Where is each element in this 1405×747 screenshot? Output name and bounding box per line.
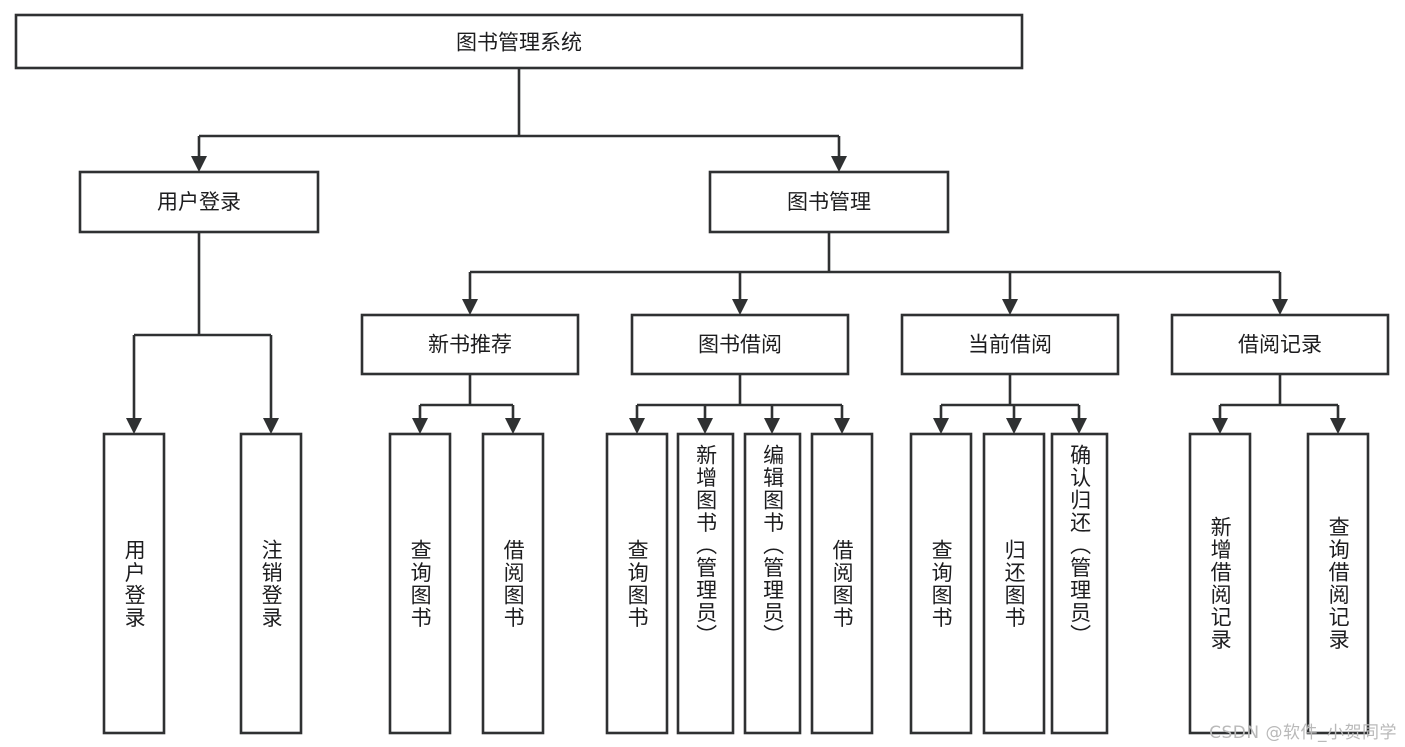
node-leaf-add-book-admin[interactable] [676,432,735,735]
connector-user-login-to-leaves [126,232,279,434]
arrow-head-leaf-add-book-admin [697,418,713,434]
arrow-head-leaf-query-book-3 [933,418,949,434]
node-new-book-recommend[interactable]: 新书推荐 [360,313,580,376]
node-leaf-borrow-book-2[interactable] [810,432,874,735]
arrow-head-leaf-query-book-1 [412,418,428,434]
node-leaf-borrow-book-1[interactable] [481,432,545,735]
csdn-watermark: CSDN @软件_小贺同学 [1209,723,1397,743]
connector-book-manage-to-level3 [462,232,1288,315]
node-current-borrow-label: 当前借阅 [968,333,1052,357]
arrow-head-leaf-query-borrow-record [1330,418,1346,434]
arrow-head-book-manage [831,156,847,172]
arrow-head-leaf-query-book-2 [629,418,645,434]
node-borrow-record[interactable]: 借阅记录 [1170,313,1390,376]
node-book-manage-label: 图书管理 [787,190,871,214]
arrow-head-new-book-recommend [462,299,478,315]
node-leaf-query-borrow-record[interactable] [1306,432,1370,735]
node-book-manage[interactable]: 图书管理 [708,170,950,234]
node-new-book-recommend-label: 新书推荐 [428,333,512,357]
arrow-head-current-borrow [1002,299,1018,315]
connector-book-borrow-to-leaves [629,374,850,434]
arrow-head-leaf-user-logout [263,418,279,434]
node-current-borrow[interactable]: 当前借阅 [900,313,1120,376]
arrow-head-user-login [191,156,207,172]
arrow-head-leaf-add-borrow-record [1212,418,1228,434]
node-book-borrow[interactable]: 图书借阅 [630,313,850,376]
connector-borrow-record-to-leaves [1212,374,1346,434]
arrow-head-borrow-record [1272,299,1288,315]
arrow-head-book-borrow [732,299,748,315]
node-leaf-confirm-return-admin[interactable] [1050,432,1109,735]
node-leaf-edit-book-admin[interactable] [743,432,802,735]
node-leaf-user-login[interactable] [102,432,166,735]
connector-new-book-recommend-to-leaves [412,374,521,434]
node-leaf-add-borrow-record[interactable] [1188,432,1252,735]
node-borrow-record-label: 借阅记录 [1238,333,1322,357]
node-leaf-query-book-2[interactable] [605,432,669,735]
node-root-label: 图书管理系统 [456,31,582,55]
arrow-head-leaf-borrow-book-2 [834,418,850,434]
arrow-head-leaf-user-login [126,418,142,434]
node-leaf-query-book-3[interactable] [909,432,973,735]
arrow-head-leaf-confirm-return-admin [1071,418,1087,434]
node-root[interactable]: 图书管理系统 [14,13,1024,70]
arrow-head-leaf-borrow-book-1 [505,418,521,434]
node-leaf-return-book[interactable] [982,432,1046,735]
node-leaf-user-logout[interactable] [239,432,303,735]
node-user-login[interactable]: 用户登录 [78,170,320,234]
connector-current-borrow-to-leaves [933,374,1087,434]
arrow-head-leaf-edit-book-admin [764,418,780,434]
node-book-borrow-label: 图书借阅 [698,333,782,357]
node-leaf-query-book-1[interactable] [388,432,452,735]
node-user-login-label: 用户登录 [157,190,241,214]
connector-root-to-level2 [191,68,847,172]
arrow-head-leaf-return-book [1006,418,1022,434]
